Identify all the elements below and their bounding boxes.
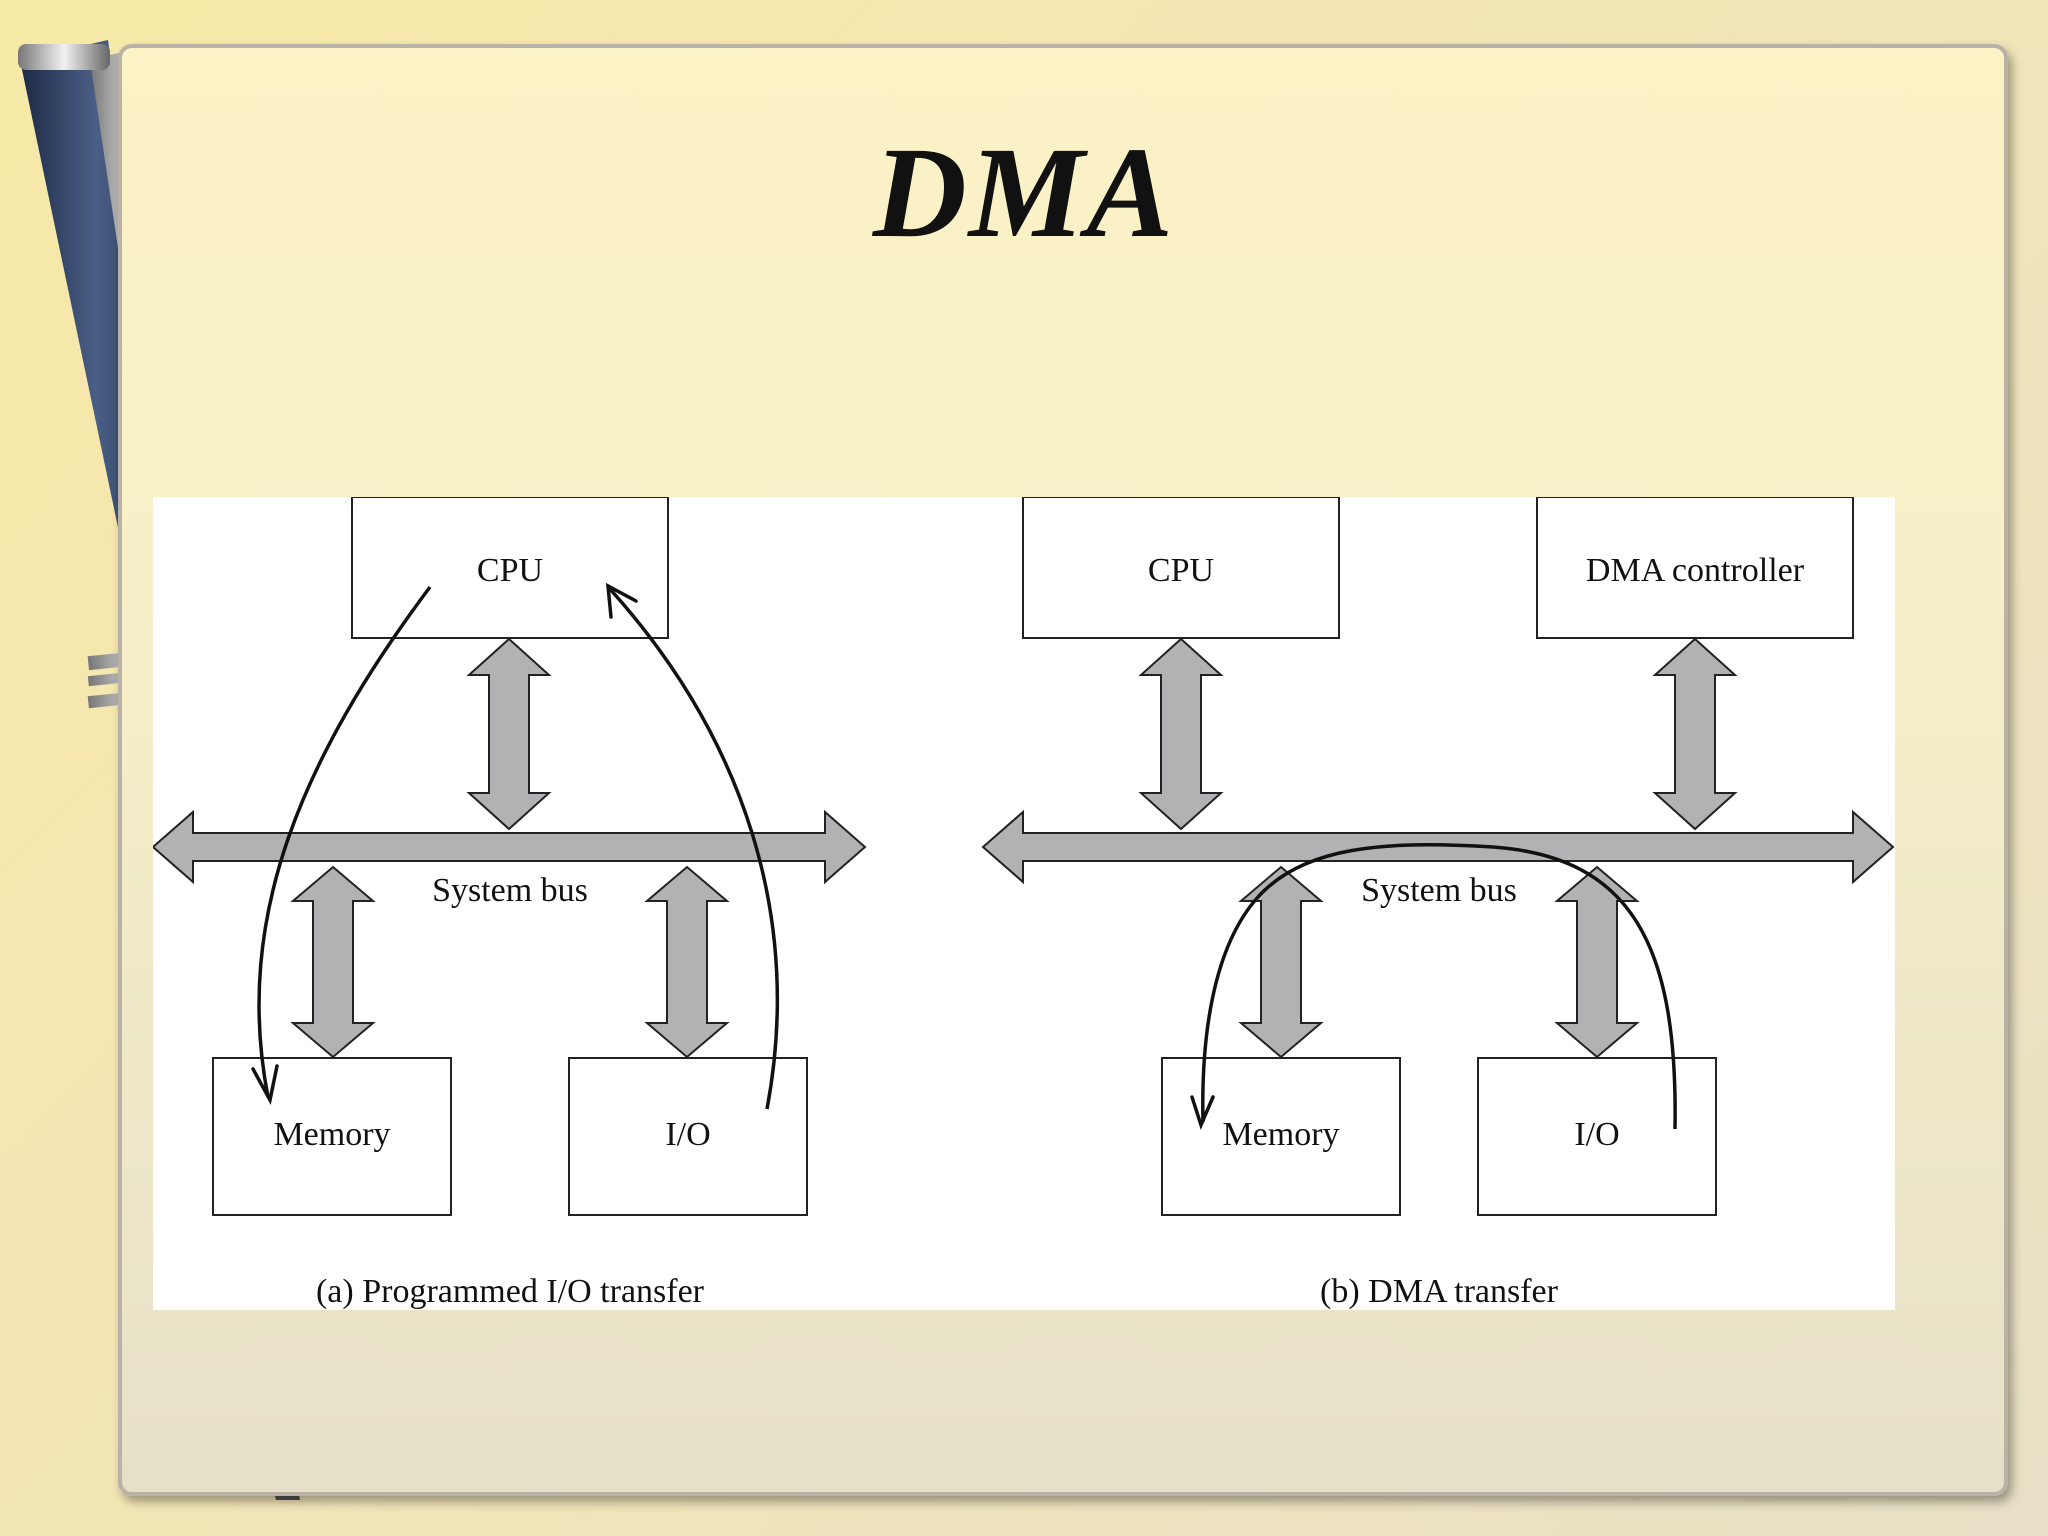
cpu-bus-connector-b <box>1138 637 1224 831</box>
system-bus-arrow-b <box>981 809 1895 885</box>
flow-arrowhead-memory-b <box>1190 1095 1215 1130</box>
dma-bus-connector-b <box>1652 637 1738 831</box>
memory-bus-connector-b <box>1238 865 1324 1059</box>
io-label-b: I/O <box>1574 1116 1619 1153</box>
cpu-label-b: CPU <box>1148 552 1214 589</box>
io-bus-connector-a <box>644 865 730 1059</box>
system-bus-label-b: System bus <box>1361 872 1517 909</box>
system-bus-arrow-a <box>153 809 867 885</box>
dma-diagram: CPU System bus Memory I/O (a) Programmed… <box>153 497 1895 1310</box>
memory-label-b: Memory <box>1222 1116 1339 1153</box>
slide-title: DMA <box>872 121 1176 265</box>
flow-cpu-to-memory-a <box>257 585 432 1098</box>
cpu-box-b <box>1022 497 1340 639</box>
diagram-programmed-io: CPU System bus Memory I/O (a) Programmed… <box>153 497 867 1310</box>
io-box-a <box>568 1057 808 1216</box>
diagram-dma-transfer: CPU DMA controller System bus Memory I/O… <box>981 497 1895 1310</box>
cpu-box-a <box>351 497 669 639</box>
memory-bus-connector-a <box>290 865 376 1059</box>
io-label-a: I/O <box>665 1116 710 1153</box>
caption-b: (b) DMA transfer <box>1320 1273 1559 1310</box>
io-bus-connector-b <box>1554 865 1640 1059</box>
memory-box-a <box>212 1057 452 1216</box>
cpu-bus-connector-a <box>466 637 552 831</box>
flow-io-to-cpu-a <box>608 587 780 1110</box>
cpu-label-a: CPU <box>477 552 543 589</box>
flow-arrowhead-cpu-a <box>605 582 638 619</box>
system-bus-label-a: System bus <box>432 872 588 909</box>
dma-controller-label-b: DMA controller <box>1586 552 1805 589</box>
dma-controller-box-b <box>1536 497 1854 639</box>
caption-a: (a) Programmed I/O transfer <box>316 1273 705 1310</box>
flow-io-to-memory-b <box>1201 843 1677 1130</box>
memory-label-a: Memory <box>273 1116 390 1153</box>
flow-arrowhead-memory-a <box>251 1064 279 1106</box>
